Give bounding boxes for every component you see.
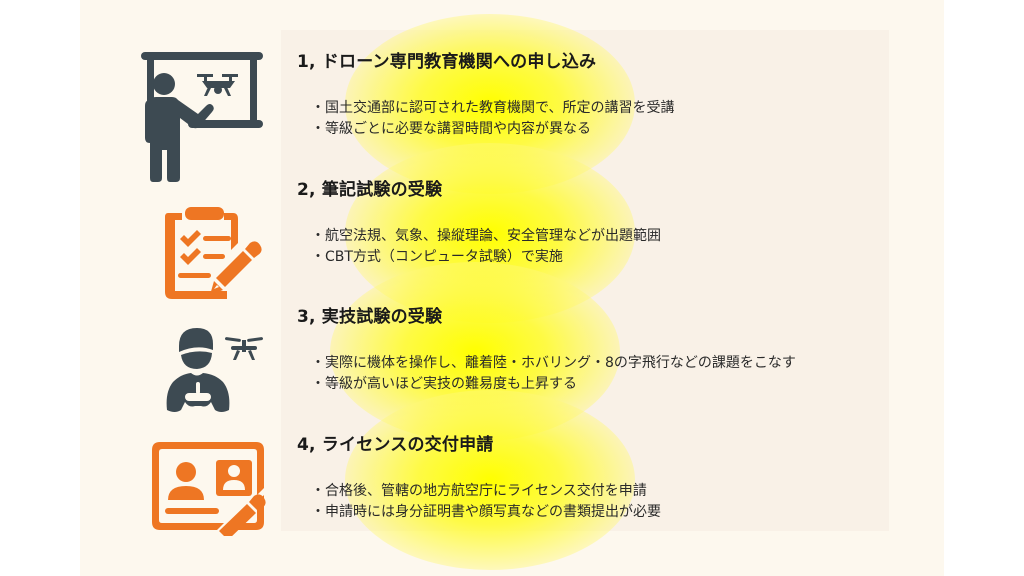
step-3-bullet-2: 等級が高いほど実技の難易度も上昇する bbox=[311, 374, 796, 395]
step-2-bullets: 航空法規、気象、操縦理論、安全管理などが出題範囲 CBT方式（コンピュータ試験）… bbox=[311, 226, 661, 268]
step-2-bullet-1: 航空法規、気象、操縦理論、安全管理などが出題範囲 bbox=[311, 226, 661, 247]
step-3-bullet-1: 実際に機体を操作し、離着陸・ホバリング・8の字飛行などの課題をこなす bbox=[311, 353, 796, 374]
instructor-drone-whiteboard-icon bbox=[140, 50, 265, 182]
step-2-title: 2, 筆記試験の受験 bbox=[297, 180, 443, 200]
step-3-bullets: 実際に機体を操作し、離着陸・ホバリング・8の字飛行などの課題をこなす 等級が高い… bbox=[311, 353, 796, 395]
step-4-title: 4, ライセンスの交付申請 bbox=[297, 435, 494, 455]
step-1-bullet-1: 国土交通部に認可された教育機関で、所定の講習を受講 bbox=[311, 98, 674, 119]
drone-pilot-controller-icon bbox=[163, 322, 273, 414]
step-1-bullets: 国土交通部に認可された教育機関で、所定の講習を受講 等級ごとに必要な講習時間や内… bbox=[311, 98, 674, 140]
id-card-pencil-icon bbox=[150, 440, 270, 536]
step-2-bullet-2: CBT方式（コンピュータ試験）で実施 bbox=[311, 247, 661, 268]
step-1-bullet-2: 等級ごとに必要な講習時間や内容が異なる bbox=[311, 119, 674, 140]
step-3-title: 3, 実技試験の受験 bbox=[297, 307, 443, 327]
step-4-bullet-1: 合格後、管轄の地方航空庁にライセンス交付を申請 bbox=[311, 481, 661, 502]
step-4-bullets: 合格後、管轄の地方航空庁にライセンス交付を申請 申請時には身分証明書や顔写真など… bbox=[311, 481, 661, 523]
step-1-title: 1, ドローン専門教育機関への申し込み bbox=[297, 52, 597, 72]
clipboard-checklist-pencil-icon bbox=[160, 205, 268, 305]
step-4-bullet-2: 申請時には身分証明書や顔写真などの書類提出が必要 bbox=[311, 502, 661, 523]
